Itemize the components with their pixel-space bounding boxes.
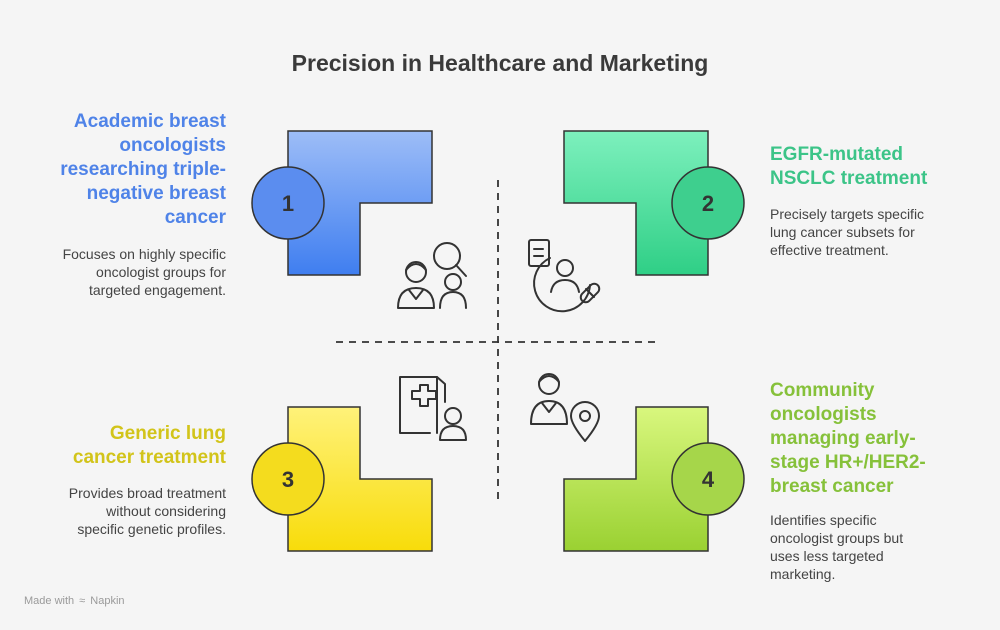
page-title: Precision in Healthcare and Marketing [291,50,709,76]
made-with-footer[interactable]: Made with ≈ Napkin [24,595,125,607]
description-line: Identifies specific [770,512,877,528]
description-line: without considering [106,503,226,519]
quadrant-1-heading: Academic breast oncologists researching … [20,110,226,230]
heading-line: researching triple- [60,159,226,180]
doctor-location-icon [530,373,600,442]
description-line: oncologist groups for [96,264,226,280]
description-line: specific genetic profiles. [77,521,226,537]
description-line: marketing. [770,566,836,582]
made-with-label: Made with [24,595,75,607]
quadrant-1-shape: 1 [251,130,433,276]
heading-line: cancer treatment [72,447,226,468]
brand-name: Napkin [90,595,125,607]
quadrant-3-number: 3 [282,467,294,492]
quadrant-4-heading: Community oncologists managing early- st… [770,379,985,499]
quadrant-3-description: Provides broad treatment without conside… [20,484,226,538]
napkin-logo-icon: ≈ [79,595,86,607]
description-line: targeted engagement. [89,282,226,298]
quadrant-3-shape: 3 [251,406,433,552]
doctors-search-icon [397,242,467,309]
description-line: Provides broad treatment [68,485,226,501]
heading-line: negative breast [86,183,226,204]
quadrant-2-description: Precisely targets specific lung cancer s… [770,205,985,259]
quadrant-4-shape: 4 [563,406,745,552]
description-line: oncologist groups but [770,530,904,546]
description-line: Focuses on highly specific [62,246,226,262]
quadrant-2-heading: EGFR-mutated NSCLC treatment [770,143,985,191]
heading-line: oncologists [119,135,226,156]
description-line: Precisely targets specific [770,206,925,222]
quadrant-1-description: Focuses on highly specific oncologist gr… [20,245,226,299]
heading-line: cancer [164,207,226,228]
quadrant-4-number: 4 [702,467,715,492]
heading-line: Community [770,380,875,401]
heading-line: breast cancer [770,476,894,497]
heading-line: EGFR-mutated [770,144,903,165]
heading-line: Generic lung [109,423,226,444]
quadrant-2-number: 2 [702,191,714,216]
heading-line: Academic breast [73,111,226,132]
heading-line: NSCLC treatment [770,168,928,189]
quadrant-2-shape: 2 [563,130,745,276]
heading-line: managing early- [770,428,916,449]
quadrant-4-description: Identifies specific oncologist groups bu… [770,511,985,583]
quadrant-1-number: 1 [282,191,294,216]
medical-record-patient-icon [399,376,467,441]
heading-line: stage HR+/HER2- [770,452,926,473]
quadrant-3-heading: Generic lung cancer treatment [20,422,226,470]
description-line: effective treatment. [770,242,889,258]
description-line: lung cancer subsets for [770,224,915,240]
description-line: uses less targeted [770,548,884,564]
patient-prescription-icon [528,239,601,313]
heading-line: oncologists [770,404,877,425]
